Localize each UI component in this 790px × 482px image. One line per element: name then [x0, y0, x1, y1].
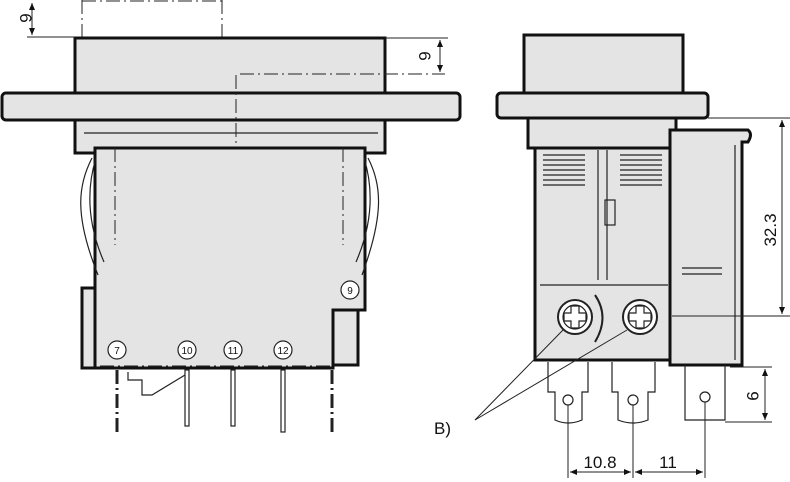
svg-text:9: 9	[347, 286, 353, 297]
dim-cap-right: 6	[415, 51, 434, 60]
side-cover	[668, 128, 752, 367]
screw-left	[557, 294, 604, 343]
terminal-11: 11	[223, 340, 243, 360]
screw-right	[622, 299, 658, 335]
terminal-9: 9	[340, 280, 360, 300]
rocker-cap	[73, 36, 387, 95]
dim-spacing-2: 11	[659, 453, 677, 472]
pins	[115, 369, 334, 433]
dim-terminal-length: 9	[743, 391, 762, 400]
svg-text:7: 7	[114, 346, 120, 357]
right-clip	[355, 157, 380, 276]
front-view: 7 10 11 12 9 6 6	[0, 0, 462, 433]
svg-text:10: 10	[181, 346, 193, 357]
terminal-7: 7	[107, 340, 127, 360]
svg-text:11: 11	[228, 346, 239, 357]
dim-cap-left: 6	[16, 13, 35, 22]
dim-spacing-1: 10.8	[583, 453, 616, 472]
housing	[93, 146, 367, 370]
terminal-12: 12	[273, 340, 293, 360]
quick-connect-tabs	[547, 362, 726, 424]
side-flange	[495, 91, 710, 120]
left-clip	[80, 157, 105, 276]
callout-b: B)	[434, 419, 451, 438]
svg-text:12: 12	[277, 346, 289, 357]
side-cap	[522, 33, 685, 95]
dim-height: 32.3	[761, 213, 780, 246]
side-view: 32.3 9 10.8 11 B)	[434, 33, 790, 478]
mounting-flange	[0, 91, 462, 122]
terminal-10: 10	[177, 340, 197, 360]
